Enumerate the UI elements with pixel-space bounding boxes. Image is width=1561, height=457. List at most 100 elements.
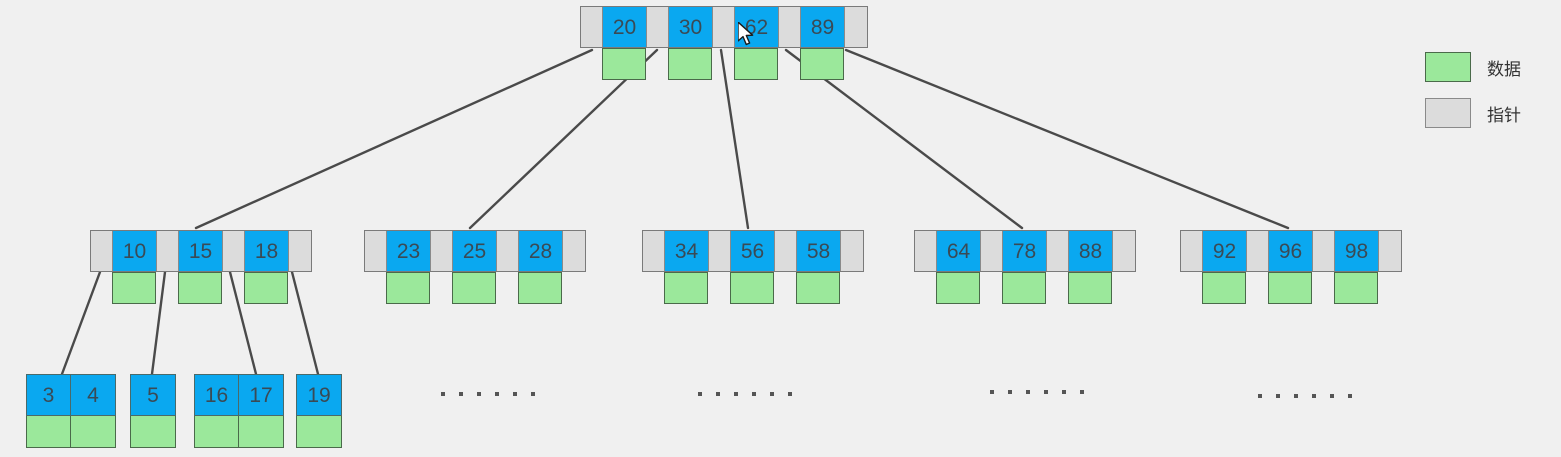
internal-node-1-data-1: [452, 272, 496, 304]
root-data-1: [668, 48, 712, 80]
ellipsis-dot: [698, 392, 702, 396]
internal-node-2-key-1[interactable]: 56: [731, 231, 775, 271]
internal-node-1-key-1[interactable]: 25: [453, 231, 497, 271]
ellipsis-dot: [1080, 390, 1084, 394]
internal-node-2-data-strip: [642, 272, 854, 304]
ellipsis-1: [698, 392, 792, 396]
ellipsis-2: [990, 390, 1084, 394]
internal-node-0-pointer-3[interactable]: [289, 231, 311, 271]
root-key-1[interactable]: 30: [669, 7, 713, 47]
internal-node-0-key-0[interactable]: 10: [113, 231, 157, 271]
ellipsis-dot: [990, 390, 994, 394]
leaf-node-0-data-0: [27, 416, 71, 447]
internal-node-2-pointer-1[interactable]: [709, 231, 731, 271]
ellipsis-dot: [1258, 394, 1262, 398]
internal-node-3-pointer-1[interactable]: [981, 231, 1003, 271]
internal-node-3-pointer-2[interactable]: [1047, 231, 1069, 271]
internal-node-2-pointer-2[interactable]: [775, 231, 797, 271]
internal-node-4-key-0[interactable]: 92: [1203, 231, 1247, 271]
ellipsis-dot: [1276, 394, 1280, 398]
internal-node-0-pointer-2[interactable]: [223, 231, 245, 271]
leaf-node-1-data-0: [131, 416, 175, 447]
internal-node-1-pointer-3[interactable]: [563, 231, 585, 271]
root-pointer-0[interactable]: [581, 7, 603, 47]
internal-node-2[interactable]: 34 56 58: [642, 230, 864, 304]
root-key-3[interactable]: 89: [801, 7, 845, 47]
internal-node-4[interactable]: 92 96 98: [1180, 230, 1402, 304]
leaf-node-2-key-1[interactable]: 17: [239, 375, 283, 415]
internal-node-0[interactable]: 10 15 18: [90, 230, 312, 304]
leaf-node-0-keys: 3 4: [26, 374, 116, 416]
internal-node-4-pointer-3[interactable]: [1379, 231, 1401, 271]
internal-node-1-key-0[interactable]: 23: [387, 231, 431, 271]
ellipsis-dot: [477, 392, 481, 396]
leaf-node-1[interactable]: 5: [130, 374, 176, 448]
ellipsis-dot: [495, 392, 499, 396]
internal-node-2-key-0[interactable]: 34: [665, 231, 709, 271]
internal-node-4-key-1[interactable]: 96: [1269, 231, 1313, 271]
ellipsis-dot: [752, 392, 756, 396]
leaf-node-3[interactable]: 19: [296, 374, 342, 448]
leaf-node-0[interactable]: 3 4: [26, 374, 116, 448]
leaf-node-0-key-0[interactable]: 3: [27, 375, 71, 415]
leaf-node-2-data-1: [239, 416, 283, 447]
legend-label-data: 数据: [1487, 59, 1521, 79]
internal-node-2-row: 34 56 58: [642, 230, 864, 272]
internal-node-2-pointer-0[interactable]: [643, 231, 665, 271]
internal-node-3-row: 64 78 88: [914, 230, 1136, 272]
ellipsis-dot: [1312, 394, 1316, 398]
leaf-node-2[interactable]: 16 17: [194, 374, 284, 448]
leaf-node-0-key-1[interactable]: 4: [71, 375, 115, 415]
edge-root-0: [194, 48, 594, 230]
leaf-node-2-data: [194, 416, 284, 448]
root-data-0: [602, 48, 646, 80]
ellipsis-dot: [1330, 394, 1334, 398]
internal-node-1-pointer-2[interactable]: [497, 231, 519, 271]
ellipsis-dot: [1294, 394, 1298, 398]
internal-node-4-data-strip: [1180, 272, 1392, 304]
internal-node-1-data-strip: [364, 272, 576, 304]
internal-node-1-pointer-1[interactable]: [431, 231, 453, 271]
internal-node-0-pointer-1[interactable]: [157, 231, 179, 271]
internal-node-3-key-2[interactable]: 88: [1069, 231, 1113, 271]
internal-node-1[interactable]: 23 25 28: [364, 230, 586, 304]
internal-node-3-key-1[interactable]: 78: [1003, 231, 1047, 271]
internal-node-4-key-2[interactable]: 98: [1335, 231, 1379, 271]
internal-node-0-key-2[interactable]: 18: [245, 231, 289, 271]
internal-node-0-pointer-0[interactable]: [91, 231, 113, 271]
internal-node-3[interactable]: 64 78 88: [914, 230, 1136, 304]
internal-node-4-pointer-2[interactable]: [1313, 231, 1335, 271]
leaf-node-1-key-0[interactable]: 5: [131, 375, 175, 415]
root-key-0[interactable]: 20: [603, 7, 647, 47]
root-key-2[interactable]: 62: [735, 7, 779, 47]
root-node[interactable]: 20 30 62 89: [580, 6, 868, 80]
internal-node-4-pointer-0[interactable]: [1181, 231, 1203, 271]
legend-label-pointer: 指针: [1487, 105, 1521, 125]
internal-node-4-pointer-1[interactable]: [1247, 231, 1269, 271]
leaf-node-3-key-0[interactable]: 19: [297, 375, 341, 415]
leaf-node-2-data-0: [195, 416, 239, 447]
ellipsis-dot: [1348, 394, 1352, 398]
legend-item-data: 数据: [1425, 52, 1521, 82]
root-pointer-1[interactable]: [647, 7, 669, 47]
internal-node-3-key-0[interactable]: 64: [937, 231, 981, 271]
ellipsis-dot: [531, 392, 535, 396]
internal-node-2-pointer-3[interactable]: [841, 231, 863, 271]
internal-node-3-data-2: [1068, 272, 1112, 304]
internal-node-4-row: 92 96 98: [1180, 230, 1402, 272]
root-pointer-4[interactable]: [845, 7, 867, 47]
internal-node-1-key-2[interactable]: 28: [519, 231, 563, 271]
internal-node-1-pointer-0[interactable]: [365, 231, 387, 271]
leaf-node-1-data: [130, 416, 176, 448]
ellipsis-dot: [1062, 390, 1066, 394]
internal-node-0-key-1[interactable]: 15: [179, 231, 223, 271]
ellipsis-dot: [1026, 390, 1030, 394]
internal-node-3-pointer-0[interactable]: [915, 231, 937, 271]
internal-node-3-pointer-3[interactable]: [1113, 231, 1135, 271]
root-pointer-2[interactable]: [713, 7, 735, 47]
internal-node-2-key-2[interactable]: 58: [797, 231, 841, 271]
internal-node-4-data-1: [1268, 272, 1312, 304]
leaf-node-2-key-0[interactable]: 16: [195, 375, 239, 415]
root-pointer-3[interactable]: [779, 7, 801, 47]
root-node-row: 20 30 62 89: [580, 6, 868, 48]
